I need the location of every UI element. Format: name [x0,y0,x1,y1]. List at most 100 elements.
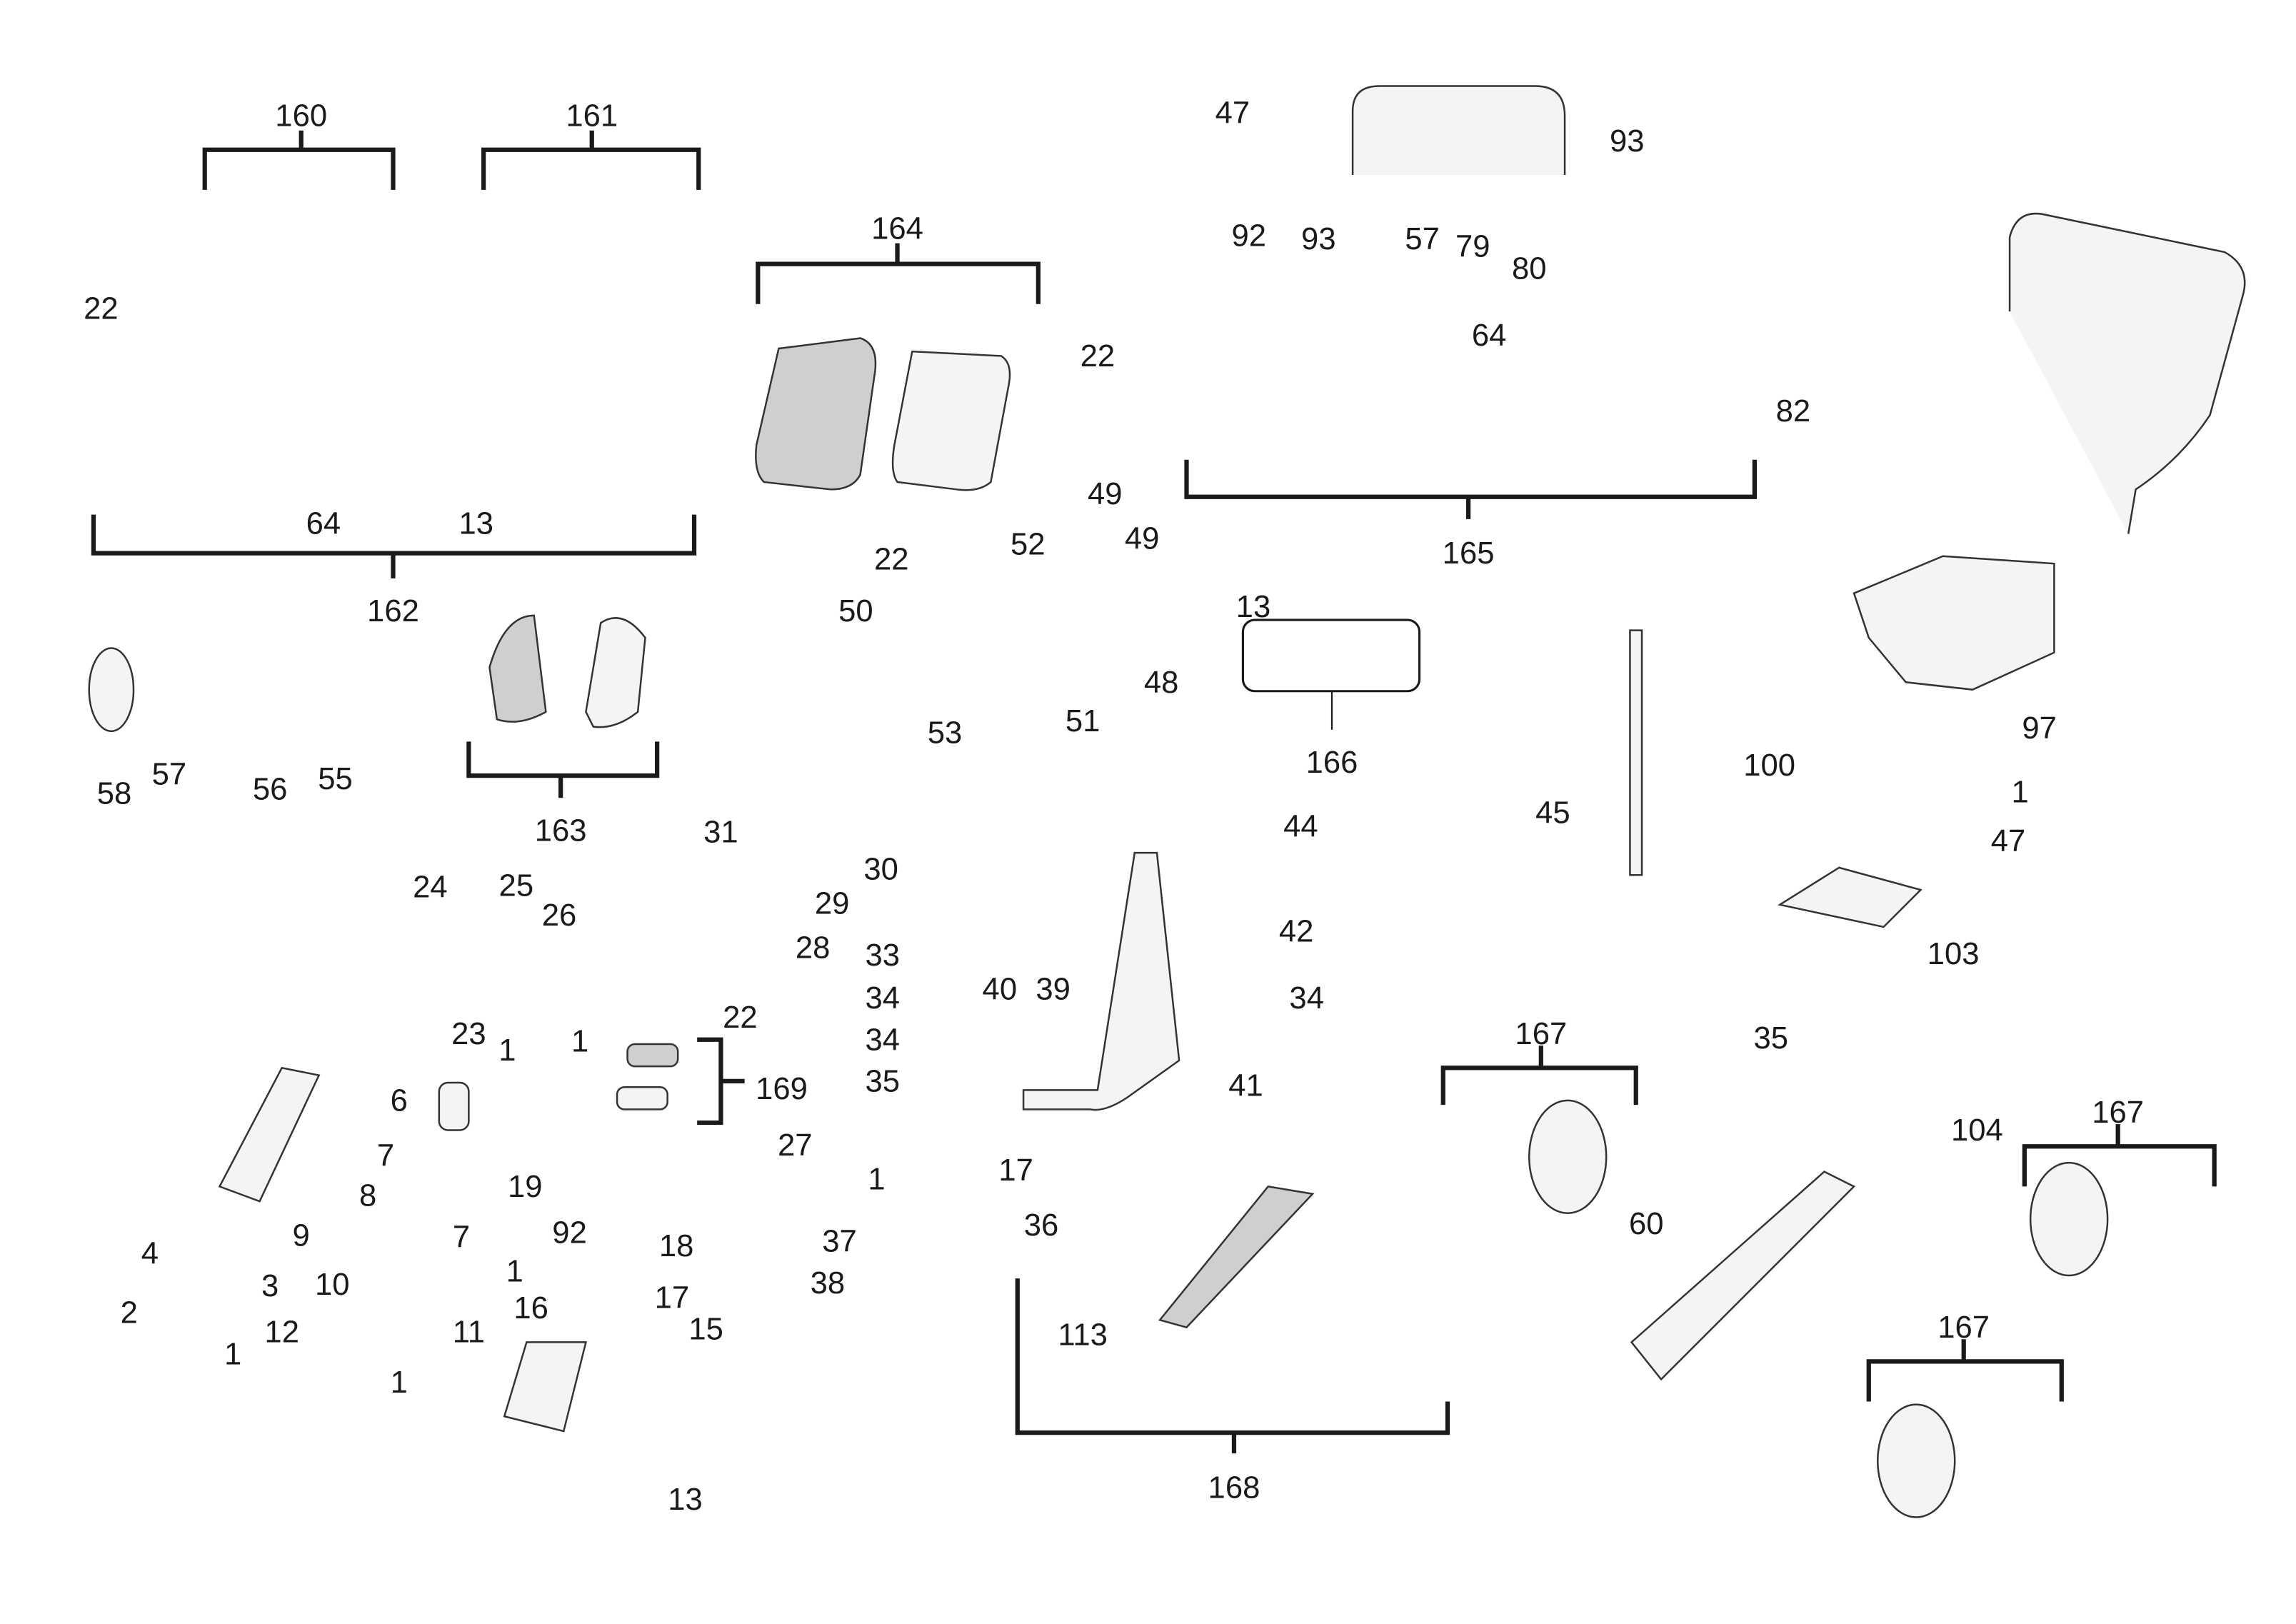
part-label: 13 [668,1483,703,1517]
bracket-plate [218,1066,321,1203]
part-166-label-plate [1241,618,1421,693]
mount-plate [1777,866,1922,928]
part-drawings [88,85,2246,1518]
part-label: 47 [1991,824,2026,858]
bracket-162 [91,514,697,578]
part-label: 167 [2092,1096,2144,1130]
part-label: 35 [1753,1021,1788,1056]
part-label: 19 [508,1170,543,1204]
cover-right [891,350,1011,491]
wheel-167c [1876,1403,1956,1518]
part-label: 25 [499,868,534,903]
part-label: 49 [1125,521,1160,556]
bracket-168 [1015,1278,1450,1454]
part-label: 36 [1024,1208,1059,1243]
part-label: 166 [1306,746,1358,780]
part-label: 23 [451,1017,486,1051]
bracket-167c [1866,1339,2064,1402]
part-label: 49 [1088,477,1123,511]
part-label: 9 [293,1218,310,1253]
bracket-167b [2022,1124,2217,1187]
part-label: 27 [778,1128,813,1163]
part-label: 28 [796,931,831,966]
part-label: 164 [871,211,923,246]
part-label: 40 [983,973,1018,1007]
part-label: 163 [535,813,587,848]
part-label: 11 [453,1315,485,1349]
part-label: 29 [815,886,850,921]
part-label: 6 [391,1083,408,1118]
part-label: 13 [458,507,493,541]
part-label: 42 [1279,915,1314,949]
leg-frame [1022,851,1180,1111]
part-label: 30 [863,852,898,886]
part-label: 82 [1776,394,1811,428]
part-label: 160 [275,99,327,134]
part-label: 60 [1629,1207,1664,1241]
part-label: 7 [453,1220,470,1255]
part-label: 97 [2022,711,2057,746]
handle-right [2008,212,2246,534]
wheel-167a [1528,1099,1608,1214]
part-label: 51 [1066,704,1101,738]
part-label: 168 [1208,1470,1260,1505]
part-label: 92 [552,1216,587,1250]
brackets [91,130,2217,1454]
part-label: 92 [1231,219,1266,254]
part-label: 167 [1937,1310,1990,1345]
part-label: 103 [1927,937,1980,971]
part-label: 80 [1512,251,1547,286]
part-label: 3 [261,1269,279,1303]
disc-plate-163b [585,617,646,728]
tube-6 [438,1081,470,1131]
part-label: 22 [723,1001,758,1035]
part-label: 1 [391,1365,408,1400]
part-label: 7 [377,1138,394,1173]
part-label: 169 [756,1072,808,1106]
part-label: 165 [1443,536,1495,571]
bracket-160 [202,130,396,190]
part-label: 50 [838,594,873,628]
part-label: 2 [121,1295,138,1330]
tube-169a [626,1043,679,1068]
part-label: 57 [1405,222,1440,256]
part-label: 33 [866,938,901,973]
part-label: 24 [413,870,448,904]
bracket-161 [481,130,701,190]
part-label: 64 [1472,319,1507,353]
base-frame [1630,1171,1856,1381]
part-label: 26 [542,898,577,933]
part-label: 34 [866,981,901,1016]
tube-169b [616,1086,668,1111]
part-label: 10 [315,1268,350,1302]
part-label: 64 [306,507,341,541]
bracket-163 [466,741,660,798]
part-label: 16 [513,1291,548,1325]
part-label: 104 [1951,1113,2003,1148]
bracket-165 [1184,459,1757,519]
holder-plate [503,1341,588,1433]
part-label: 113 [1058,1318,1108,1353]
part-label: 39 [1036,973,1071,1007]
part-label: 79 [1455,229,1490,264]
part-label: 18 [659,1229,694,1263]
bracket-169 [697,1037,745,1126]
part-label: 93 [1610,124,1645,159]
part-label: 161 [566,99,618,134]
part-label: 31 [703,816,738,850]
part-label: 34 [1289,981,1324,1016]
part-label: 100 [1743,748,1795,783]
part-label: 38 [811,1266,846,1300]
part-label: 167 [1515,1017,1567,1051]
part-label: 22 [874,542,909,576]
part-label: 47 [1215,96,1250,130]
part-label: 37 [822,1225,857,1259]
part-label: 56 [253,772,288,806]
part-label: 52 [1011,528,1046,562]
part-label: 45 [1535,796,1570,831]
part-label: 12 [264,1315,299,1349]
part-label: 93 [1301,222,1336,256]
wheel-167b [2029,1161,2109,1277]
